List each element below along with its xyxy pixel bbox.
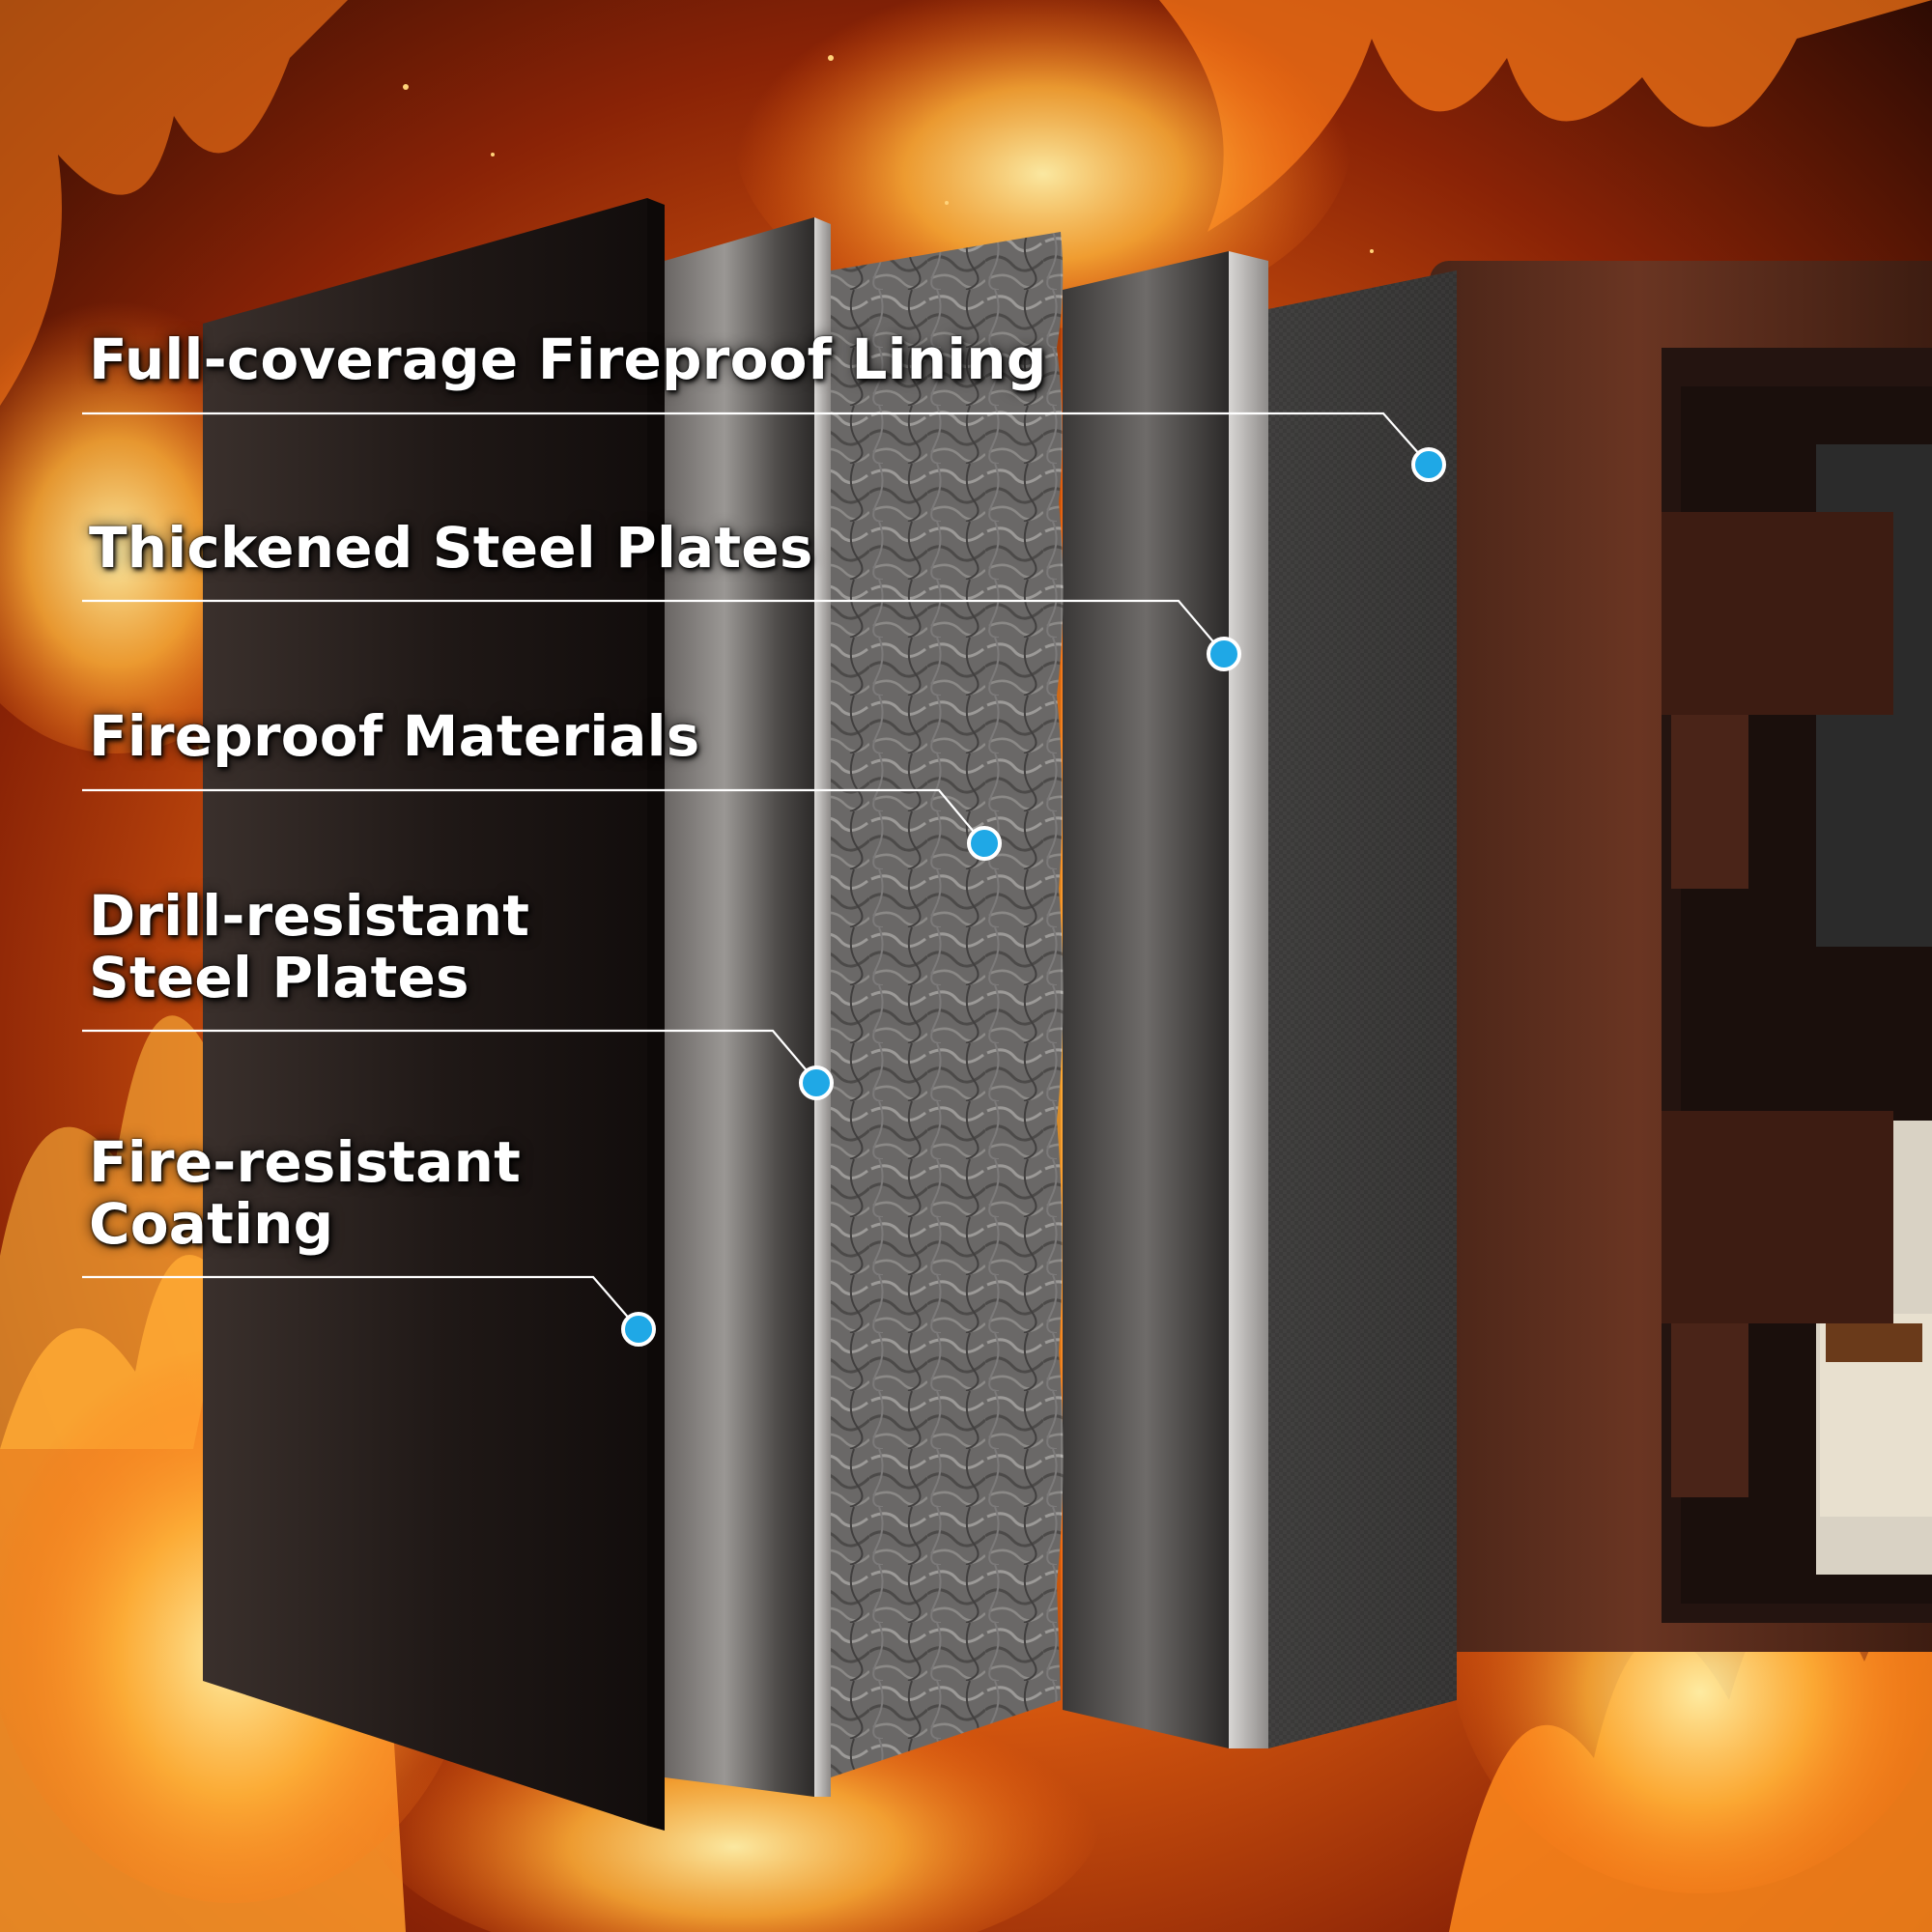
callout-thickened-steel-plates: Thickened Steel Plates: [89, 517, 813, 579]
callout-fireproof-lining: Full-coverage Fireproof Lining: [89, 328, 1047, 390]
layer-dots: [621, 447, 1446, 1347]
layer-fire-resistant-coating: [203, 198, 665, 1831]
leader-line-lining: [82, 412, 1429, 465]
leader-line-drill-resistant: [82, 1029, 817, 1083]
layer-dot-icon: [1207, 637, 1241, 671]
callout-drill-resistant-plates-line-2: Steel Plates: [89, 945, 469, 1010]
leader-line-coating: [82, 1275, 639, 1329]
layer-drill-resistant-plate: [665, 217, 831, 1797]
safe-hinge-icon: [1662, 512, 1893, 1497]
layer-thickened-steel-plate: [1063, 251, 1268, 1748]
layer-fireproof-material: [831, 232, 1064, 1777]
callout-fireproof-materials: Fireproof Materials: [89, 705, 699, 767]
callout-thickened-steel-plates-line-1: Thickened Steel Plates: [89, 515, 813, 581]
callout-drill-resistant-plates: Drill-resistant Steel Plates: [89, 885, 529, 1009]
layer-dot-icon: [799, 1065, 834, 1100]
layer-dot-icon: [1411, 447, 1446, 482]
layer-dot-icon: [967, 826, 1002, 861]
callout-fire-resistant-coating: Fire-resistant Coating: [89, 1131, 521, 1255]
callout-fireproof-lining-line-1: Full-coverage Fireproof Lining: [89, 327, 1047, 392]
leader-lines: [82, 412, 1429, 1329]
callout-fire-resistant-coating-line-1: Fire-resistant: [89, 1129, 522, 1195]
layer-fireproof-lining: [1268, 270, 1457, 1748]
leader-line-thickened-steel: [82, 599, 1224, 654]
leader-line-fireproof-material: [82, 788, 984, 844]
callout-fireproof-materials-line-1: Fireproof Materials: [89, 703, 700, 769]
layer-dot-icon: [621, 1312, 656, 1347]
callout-drill-resistant-plates-line-1: Drill-resistant: [89, 883, 530, 949]
callout-fire-resistant-coating-line-2: Coating: [89, 1191, 334, 1257]
